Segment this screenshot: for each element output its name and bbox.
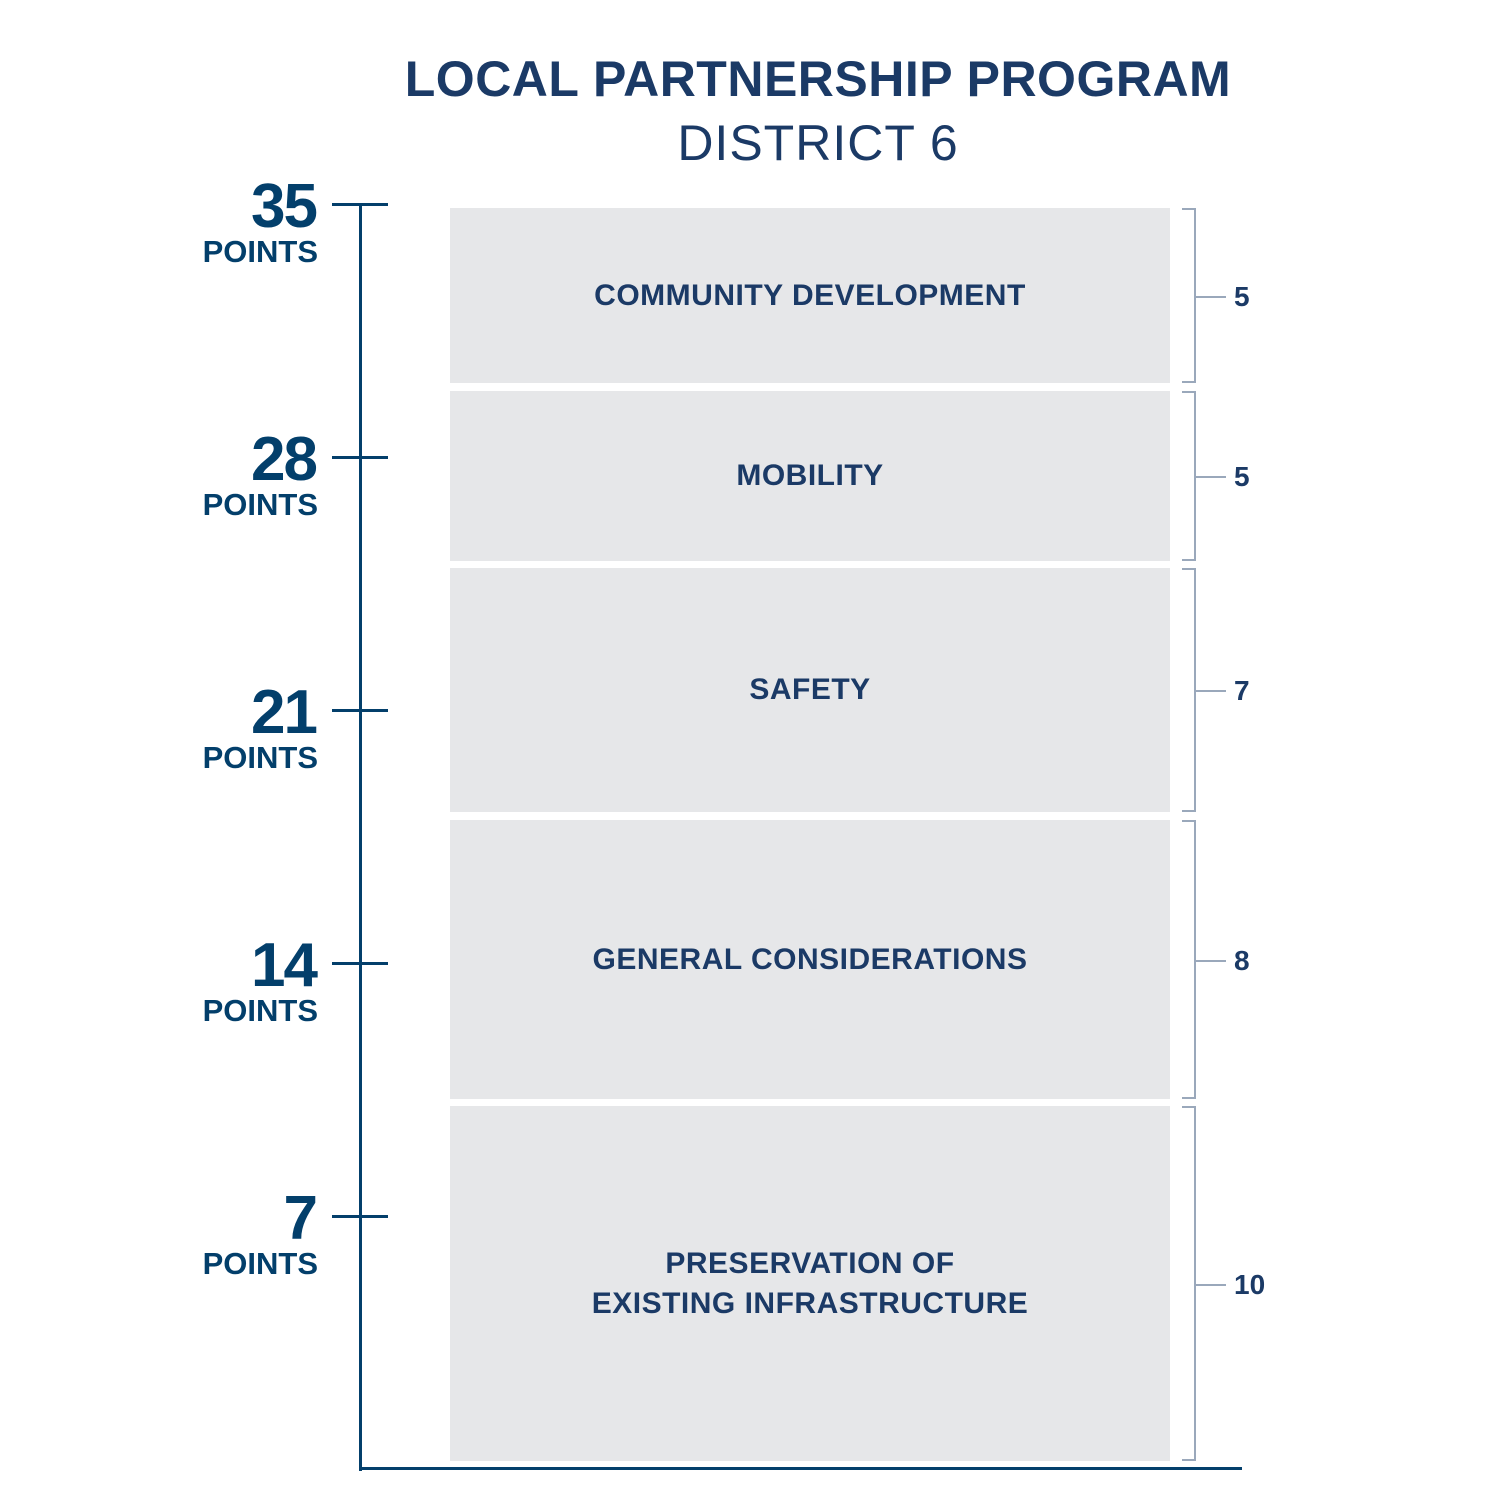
y-tick-mark (332, 456, 388, 459)
bracket-tick (1196, 1283, 1226, 1286)
bar-segment: GENERAL CONSIDERATIONS (450, 820, 1170, 1099)
bracket-tick (1196, 295, 1226, 298)
chart-title: LOCAL PARTNERSHIP PROGRAM (404, 51, 1232, 107)
bar-segment: COMMUNITY DEVELOPMENT (450, 208, 1170, 383)
y-tick-unit: POINTS (202, 1246, 318, 1281)
bar-segment: PRESERVATION OF EXISTING INFRASTRUCTURE (450, 1106, 1170, 1461)
segment-bracket (1182, 208, 1196, 383)
segment-bracket (1182, 1106, 1196, 1461)
y-tick-unit: POINTS (202, 740, 318, 775)
segment-bracket (1182, 391, 1196, 561)
segment-value-label: 5 (1234, 280, 1250, 312)
bracket-tick (1196, 959, 1226, 962)
segment-value-label: 10 (1234, 1268, 1266, 1300)
segment-bracket (1182, 568, 1196, 812)
segment-label: COMMUNITY DEVELOPMENT (594, 278, 1026, 312)
y-tick-label: 21 (251, 678, 318, 747)
segment-bracket (1182, 820, 1196, 1099)
chart-subtitle: DISTRICT 6 (677, 115, 959, 171)
y-tick-label: 7 (283, 1184, 318, 1253)
y-tick-mark (332, 1215, 388, 1218)
segment-value-label: 5 (1234, 461, 1250, 492)
bar-segment: MOBILITY (450, 391, 1170, 561)
segment-label: GENERAL CONSIDERATIONS (592, 942, 1028, 976)
bracket-tick (1196, 476, 1226, 478)
y-tick-label: 14 (251, 931, 318, 1000)
y-tick-unit: POINTS (202, 234, 318, 269)
x-axis-line (359, 1467, 1242, 1470)
y-tick-unit: POINTS (202, 993, 318, 1028)
y-tick-unit: POINTS (202, 487, 318, 522)
segment-label: SAFETY (749, 673, 871, 706)
segment-value-label: 7 (1234, 675, 1250, 706)
y-axis-line (359, 204, 362, 1471)
segment-value-label: 8 (1234, 944, 1250, 976)
segment-label: PRESERVATION OF EXISTING INFRASTRUCTURE (591, 1246, 1029, 1320)
segment-label: MOBILITY (736, 459, 884, 492)
y-tick-label: 28 (251, 425, 318, 494)
y-tick-mark (332, 203, 388, 206)
bar-segment: SAFETY (450, 568, 1170, 812)
y-tick-mark (332, 709, 388, 712)
bracket-tick (1196, 690, 1226, 692)
y-tick-label: 35 (251, 172, 318, 241)
y-tick-mark (332, 962, 388, 965)
